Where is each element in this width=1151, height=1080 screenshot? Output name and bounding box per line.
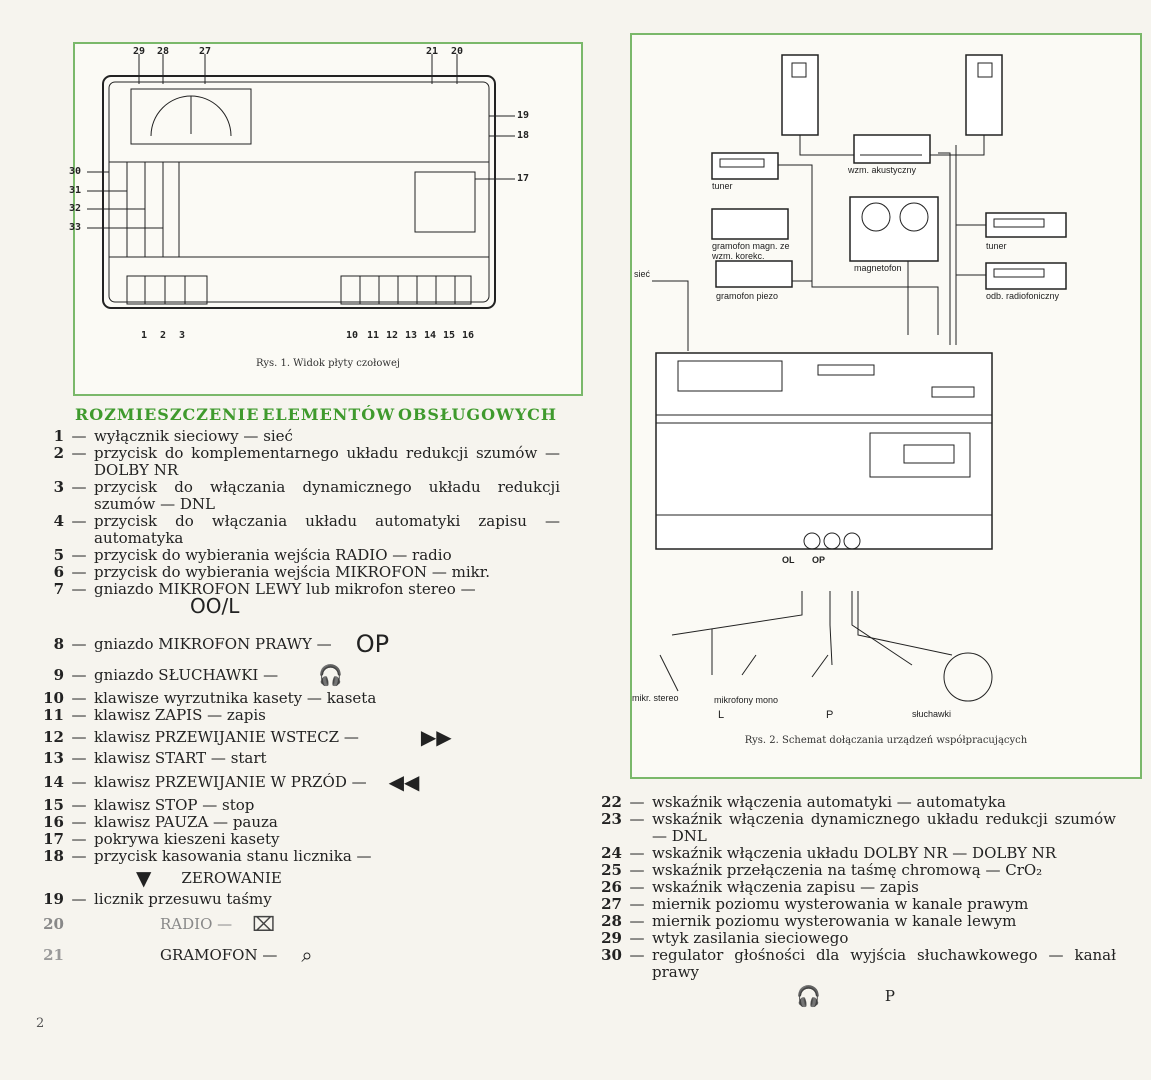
- mic-left-jack-icon: OO/L: [190, 594, 240, 618]
- list-item: 26—wskaźnik włączenia zapisu — zapis: [601, 878, 919, 896]
- mic-right-jack-icon: OP: [355, 629, 390, 658]
- list-item: 17—pokrywa kieszeni kasety: [43, 830, 280, 848]
- callout-32: 32: [69, 203, 82, 214]
- list-item: 15—klawisz STOP — stop: [43, 796, 255, 814]
- list-item: 9—gniazdo SŁUCHAWKI —🎧: [53, 662, 344, 687]
- list-item: 6—przycisk do wybierania wejścia MIKROFO…: [53, 563, 490, 581]
- callout-30: 30: [69, 166, 82, 177]
- label-turntable-magnetic: gramofon magn. ze wzm. korekc.: [712, 241, 790, 261]
- callout-20: 20: [451, 46, 464, 57]
- list-item: 29—wtyk zasilania sieciowego: [601, 929, 849, 947]
- list-item: 23—wskaźnik włączenia dynamicznego układ…: [601, 810, 1116, 845]
- list-item: 5—przycisk do wybierania wejścia RADIO —…: [53, 546, 452, 564]
- callout-11: 11: [367, 330, 380, 341]
- callout-31: 31: [69, 185, 82, 196]
- list-item: 19—licznik przesuwu taśmy: [43, 890, 272, 908]
- turntable-icon: ⌕: [301, 942, 313, 967]
- list-item: 18—przycisk kasowania stanu licznika —: [43, 847, 372, 865]
- label-mic-mono: mikrofony mono: [714, 695, 779, 705]
- list-item: 3—przycisk do włączania dynamicznego ukł…: [53, 478, 560, 513]
- reset-triangle-icon: ▼: [136, 865, 152, 890]
- callout-21: 21: [426, 46, 439, 57]
- label-tape-deck: magnetofon: [854, 263, 902, 273]
- callout-14: 14: [424, 330, 437, 341]
- list-item: 1—wyłącznik sieciowy — sieć: [53, 427, 293, 445]
- label-headphones: słuchawki: [912, 709, 952, 719]
- label-tuner-right: tuner: [986, 241, 1007, 251]
- heading-word-3: OBSŁUGOWYCH: [397, 405, 557, 424]
- list-item: 2—przycisk do komplementarnego układu re…: [53, 444, 560, 479]
- figure1-caption: Rys. 1. Widok płyty czołowej: [255, 358, 401, 369]
- headphones-icon: 🎧: [796, 983, 821, 1008]
- controls-list-left: 1—wyłącznik sieciowy — sieć 2—przycisk d…: [40, 428, 560, 970]
- list-item: 10—klawisze wyrzutnika kasety — kaseta: [43, 689, 377, 707]
- label-mic-stereo: mikr. stereo: [632, 693, 679, 703]
- label-jack-left: OL: [782, 555, 795, 565]
- list-item: 16—klawisz PAUZA — pauza: [43, 813, 278, 831]
- section-heading: ROZMIESZCZENIE ELEMENTÓW OBSŁUGOWYCH: [75, 405, 557, 424]
- figure-front-panel: 29 28 27 21 20 19 18 17 30 31 32 33 1 2 …: [69, 42, 583, 396]
- callout-12: 12: [386, 330, 399, 341]
- list-item: 12—klawisz PRZEWIJANIE WSTECZ —▶▶: [43, 724, 452, 749]
- list-item: 13—klawisz START — start: [43, 749, 267, 767]
- front-panel-drawing: [87, 54, 515, 309]
- label-receiver: odb. radiofoniczny: [986, 291, 1060, 301]
- label-mic-p: P: [826, 709, 834, 721]
- radio-icon: ⌧: [252, 911, 276, 936]
- heading-word-2: ELEMENTÓW: [262, 405, 396, 424]
- list-item: 22—wskaźnik włączenia automatyki — autom…: [601, 793, 1006, 811]
- list-item: 30—regulator głośności dla wyjścia słuch…: [601, 946, 1116, 981]
- list-item: 11—klawisz ZAPIS — zapis: [43, 706, 266, 724]
- connection-diagram-drawing: [652, 54, 1067, 702]
- callout-16: 16: [462, 330, 475, 341]
- callout-17: 17: [517, 173, 530, 184]
- headphones-icon: 🎧: [318, 662, 344, 687]
- heading-word-1: ROZMIESZCZENIE: [75, 405, 260, 424]
- label-tuner-left: tuner: [712, 181, 733, 191]
- label-turntable-piezo: gramofon piezo: [716, 291, 779, 301]
- page-number: 2: [36, 1016, 45, 1031]
- callout-18: 18: [517, 130, 530, 141]
- callout-28: 28: [157, 46, 170, 57]
- label-mains: sieć: [634, 269, 651, 279]
- symbol-row: OO/L: [40, 594, 560, 628]
- callout-15: 15: [443, 330, 456, 341]
- label-jack-right: OP: [812, 555, 826, 565]
- reset-label: ZEROWANIE: [181, 868, 282, 887]
- callout-10: 10: [346, 330, 359, 341]
- list-item: 14—klawisz PRZEWIJANIE W PRZÓD —◀◀: [43, 769, 420, 794]
- callout-29: 29: [133, 46, 146, 57]
- callout-19: 19: [517, 110, 530, 121]
- callout-2: 2: [160, 330, 167, 341]
- list-item: 24—wskaźnik włączenia układu DOLBY NR — …: [601, 844, 1057, 862]
- callout-13: 13: [405, 330, 418, 341]
- list-item: 25—wskaźnik przełączenia na taśmę chromo…: [601, 861, 1043, 879]
- list-item: 27—miernik poziomu wysterowania w kanale…: [601, 895, 1029, 913]
- callout-3: 3: [179, 330, 186, 341]
- fast-forward-icon: ◀◀: [388, 769, 420, 794]
- symbol-row: ▼ ZEROWANIE: [40, 865, 560, 891]
- list-item: 28—miernik poziomu wysterowania w kanale…: [601, 912, 1017, 930]
- callout-27: 27: [199, 46, 212, 57]
- controls-list-right: 22—wskaźnik włączenia automatyki — autom…: [596, 794, 1116, 1011]
- list-item: 7—gniazdo MIKROFON LEWY lub mikrofon ste…: [53, 580, 476, 598]
- list-item: 8—gniazdo MIKROFON PRAWY —OP: [53, 629, 390, 658]
- callout-33: 33: [69, 222, 82, 233]
- callout-1: 1: [141, 330, 148, 341]
- figure-connection-diagram: wzm. akustyczny tuner gramofon magn. ze …: [630, 33, 1142, 779]
- figure2-caption: Rys. 2. Schemat dołączania urządzeń wspó…: [744, 735, 1028, 746]
- label-mic-l: L: [718, 709, 725, 721]
- channel-right-label: P: [884, 986, 895, 1005]
- label-amplifier: wzm. akustyczny: [848, 165, 917, 175]
- symbol-row: 🎧P: [596, 981, 1116, 1011]
- rewind-icon: ▶▶: [420, 724, 452, 749]
- list-item: 4—przycisk do włączania układu automatyk…: [53, 512, 560, 547]
